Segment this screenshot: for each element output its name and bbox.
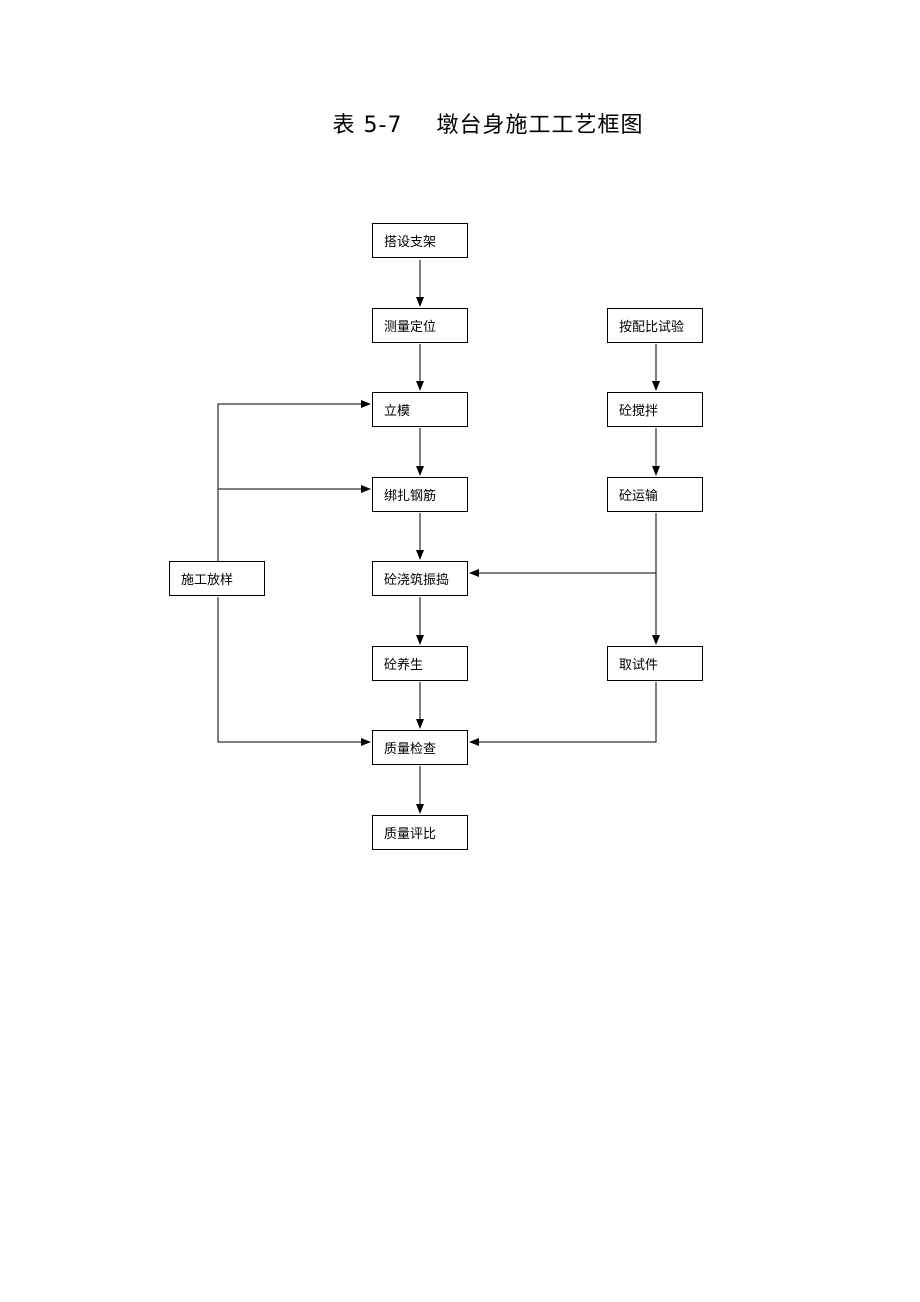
node-evaluate: 质量评比 <box>372 815 468 850</box>
node-scaffold: 搭设支架 <box>372 223 468 258</box>
node-rebar: 绑扎钢筋 <box>372 477 468 512</box>
node-transport: 砼运输 <box>607 477 703 512</box>
node-cure: 砼养生 <box>372 646 468 681</box>
diagram-name: 墩台身施工工艺框图 <box>436 113 644 138</box>
node-formwork: 立模 <box>372 392 468 427</box>
diagram-title: 表 5-7 墩台身施工工艺框图 <box>0 106 920 140</box>
edge-layout-formwork <box>217 400 371 561</box>
table-number: 表 5-7 <box>332 113 403 138</box>
node-specimen: 取试件 <box>607 646 703 681</box>
edge-layout-inspect <box>217 597 371 746</box>
node-mixing: 砼搅拌 <box>607 392 703 427</box>
node-mix-test: 按配比试验 <box>607 308 703 343</box>
node-pour: 砼浇筑振捣 <box>372 561 468 596</box>
edge-specimen-inspect <box>469 682 657 746</box>
node-layout: 施工放样 <box>169 561 265 596</box>
node-inspect: 质量检查 <box>372 730 468 765</box>
node-survey: 测量定位 <box>372 308 468 343</box>
